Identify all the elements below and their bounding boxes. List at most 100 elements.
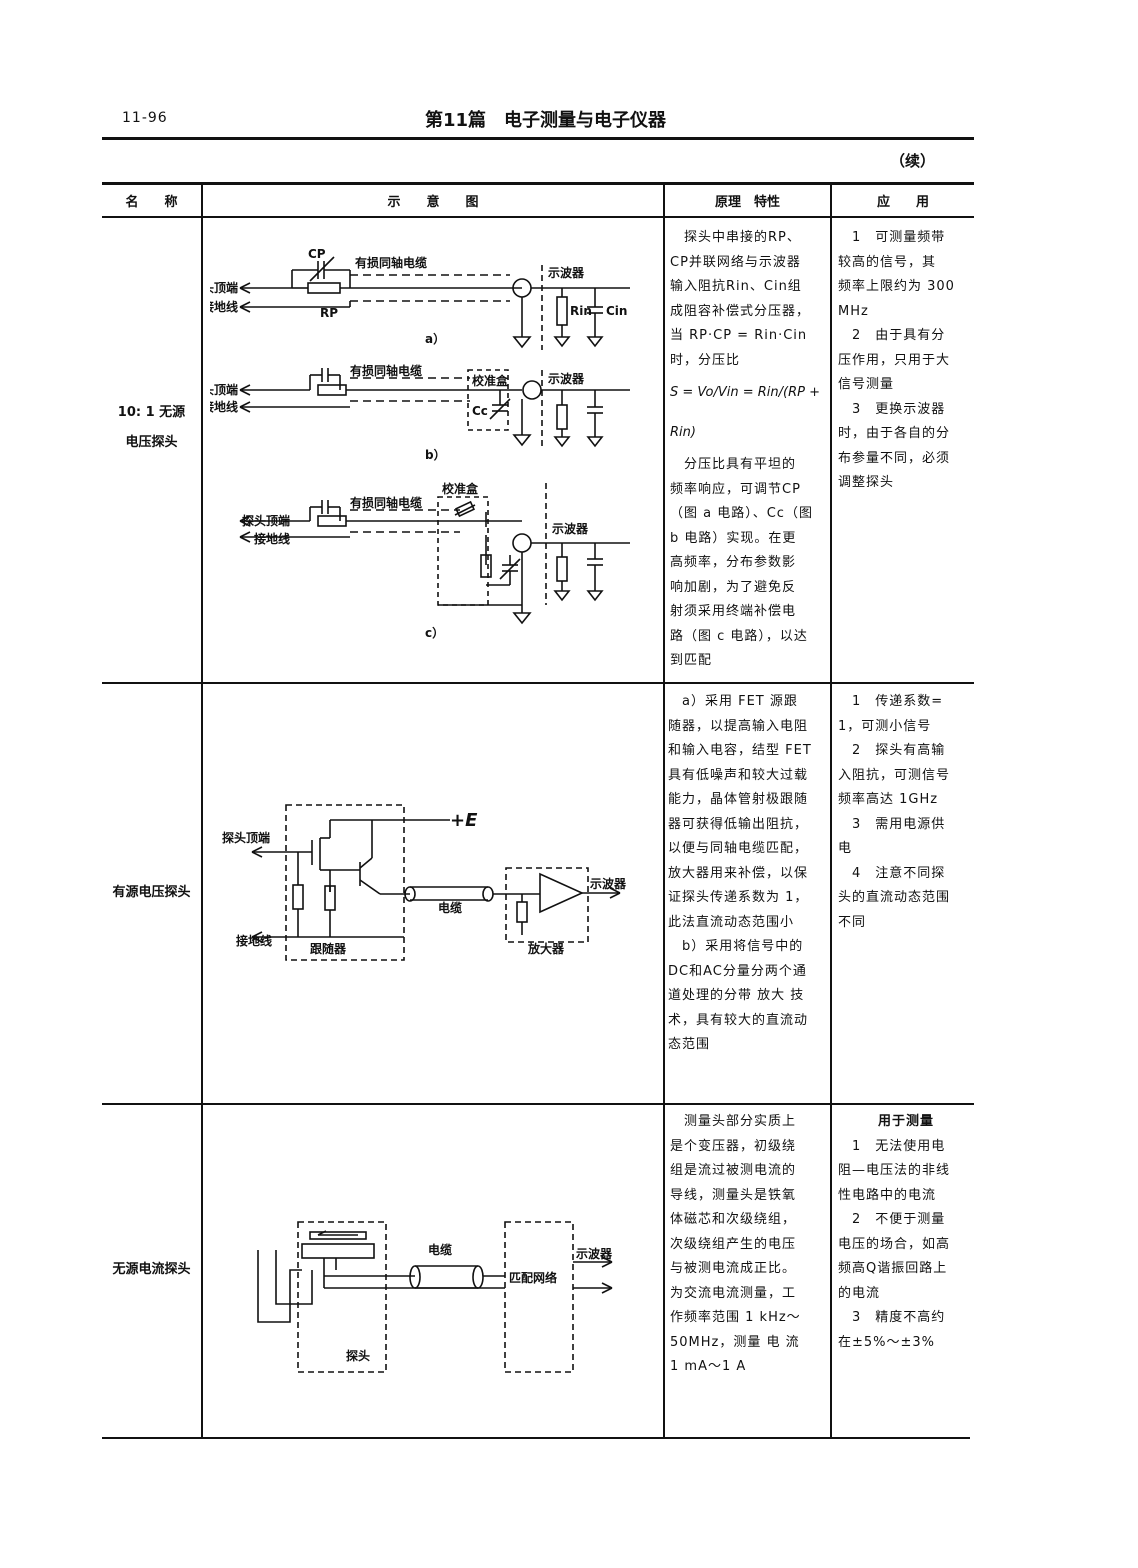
text-line: DC和AC分量分两个通	[668, 963, 807, 979]
text-line: 入阻抗，可测信号	[838, 767, 951, 783]
diagram-label: 有损同轴电缆	[350, 363, 422, 378]
text-line: 响加剧，为了避免反	[670, 579, 797, 595]
diagram-label: 有损同轴电缆	[350, 495, 422, 510]
row1-principle: 探头中串接的RP、 CP并联网络与示波器 输入阻抗Rin、Cin组 成阻容补偿式…	[670, 226, 830, 674]
text-line: 与被测电流成正比。	[670, 1261, 797, 1276]
text-line: 1 无法使用电	[838, 1138, 946, 1154]
text-line: 2 由于具有分	[838, 328, 946, 343]
text-line: 态范围	[668, 1037, 711, 1052]
row1-name: 10: 1 无源 电压探头	[102, 398, 201, 458]
text-line: 压作用，只用于大	[838, 352, 951, 368]
text-line: 2 探头有高输	[838, 743, 946, 758]
text-line: 3 更换示波器	[838, 401, 946, 417]
text-line: 时，分压比	[670, 352, 741, 368]
text-line: 在±5%～±3%	[838, 1334, 936, 1350]
table-top-rule	[102, 182, 974, 185]
diagram-label: 接地线	[210, 299, 238, 314]
column-header-name: 名 称	[125, 195, 178, 210]
row1-name-line1: 10: 1 无源	[117, 405, 186, 420]
page-number: 11-96	[122, 110, 168, 126]
text-line: 头的直流动态范围	[838, 890, 951, 905]
text-line: 道处理的分带 放大 技	[668, 988, 805, 1003]
text-line: 器可获得低输出阻抗，	[668, 816, 809, 832]
text-line: 证探头传递系数为 1，	[668, 890, 809, 905]
text-line: 射须采用终端补偿电	[670, 604, 797, 619]
text-line: 电	[838, 841, 853, 856]
row-divider-1	[102, 682, 974, 684]
diagram-label: 跟随器	[310, 941, 347, 956]
text-line: 当 RP·CP = Rin·Cin	[670, 328, 808, 343]
column-header-principle: 原理 特性	[714, 195, 780, 210]
diagram-label: 电缆	[428, 1242, 452, 1257]
text-line: 为交流电流测量，工	[670, 1285, 797, 1301]
page-title: 第11篇 电子测量与电子仪器	[425, 110, 667, 131]
text-line: 体磁芯和次级绕组，	[670, 1212, 797, 1227]
text-line: 输入阻抗Rin、Cin组	[670, 279, 802, 294]
text-line: 组是流过被测电流的	[670, 1163, 797, 1178]
header-rule	[102, 137, 974, 140]
row2-name: 有源电压探头	[112, 885, 191, 900]
text-line: a）采用 FET 源跟	[668, 694, 798, 709]
diagram-label: 校准盒	[442, 481, 479, 496]
table-bottom-rule	[102, 1437, 970, 1439]
text-line: 次级绕组产生的电压	[670, 1236, 797, 1252]
text-line: 到匹配	[670, 653, 713, 668]
text-line: 50MHz，测量 电 流	[670, 1334, 800, 1350]
text-line: 2 不便于测量	[838, 1212, 946, 1227]
text-line: 以便与同轴电缆匹配，	[668, 841, 809, 856]
current-probe-diagram: 电缆 匹配网络 示波器 探头	[257, 1221, 613, 1373]
text-line: （图 a 电路）、Cc（图	[670, 506, 813, 521]
text-line: 4 注意不同探	[838, 865, 946, 881]
row1-application: 1 可测量频带 较高的信号，其 频率上限约为 300 MHz 2 由于具有分 压…	[838, 226, 974, 496]
text-line: b）采用将信号中的	[668, 939, 804, 954]
column-divider-3	[830, 184, 832, 1437]
diagram-label: 有损同轴电缆	[355, 255, 427, 270]
diagram-label: 示波器	[551, 521, 589, 536]
text-line: b 电路）实现。在更	[670, 530, 797, 546]
text-line: 作频率范围 1 kHz～	[670, 1310, 801, 1325]
diagram-label: 探头	[346, 1348, 370, 1363]
diagram-label: Cin	[606, 304, 627, 318]
diagram-label: 校准盒	[472, 373, 509, 388]
text-line: 放大器用来补偿，以保	[668, 865, 809, 881]
text-line: 信号测量	[838, 377, 895, 392]
text-line: 调整探头	[838, 475, 895, 490]
text-line: 阻—电压法的非线	[838, 1163, 951, 1178]
diagram-label: Rin	[570, 304, 592, 318]
text-line: 和输入电容，结型 FET	[668, 743, 812, 758]
text-line: 探头中串接的RP、	[670, 230, 801, 245]
row-divider-2	[102, 1103, 974, 1105]
row3-name: 无源电流探头	[112, 1262, 191, 1277]
diagram-label: Cc	[472, 404, 488, 418]
text-line: 高频率，分布参数影	[670, 555, 797, 570]
passive-probe-diagram: 探头顶端 接地线 有损同轴电缆 CP RP 示波器 Rin Cin a） 探头顶…	[210, 247, 630, 640]
text-line: 1，可测小信号	[838, 718, 932, 734]
diagram-label: 探头顶端	[210, 382, 238, 397]
text-line: 3 精度不高约	[838, 1310, 946, 1325]
diagram-label: c）	[425, 625, 444, 640]
diagram-label: b）	[425, 447, 446, 462]
text-line: MHz	[838, 303, 869, 319]
diagram-label: 匹配网络	[509, 1270, 557, 1285]
row3-principle: 测量头部分实质上 是个变压器，初级绕 组是流过被测电流的 导线，测量头是铁氧 体…	[670, 1110, 830, 1380]
column-divider-2	[663, 184, 665, 1437]
column-header-diagram: 示 意 图	[387, 195, 479, 210]
text-line: 电压的场合，如高	[838, 1236, 951, 1252]
diagram-label: 接地线	[210, 399, 238, 414]
divider-ratio-formula: S = Vo/Vin = Rin/(RP + Rin)	[670, 385, 821, 440]
text-line: 不同	[838, 914, 867, 930]
column-header-application: 应 用	[876, 195, 929, 210]
text-line: 测量头部分实质上	[670, 1114, 797, 1129]
diagram-label: 示波器	[547, 371, 585, 386]
text-line: 性电路中的电流	[838, 1187, 937, 1203]
row1-name-line2: 电压探头	[125, 435, 178, 450]
text-line: 较高的信号，其	[838, 254, 937, 270]
text-line: 路（图 c 电路），以达	[670, 628, 808, 644]
row3-application: 用于测量 1 无法使用电 阻—电压法的非线 性电路中的电流 2 不便于测量 电压…	[838, 1110, 974, 1355]
text-line: 随器，以提高输入电阻	[668, 718, 809, 734]
diagram-label: 放大器	[527, 941, 565, 956]
text-line: 频高Q谐振回路上	[838, 1261, 948, 1276]
text-line: 时，由于各自的分	[838, 426, 951, 441]
diagram-label: 示波器	[547, 265, 585, 280]
diagram-label: 探头顶端	[242, 513, 290, 528]
